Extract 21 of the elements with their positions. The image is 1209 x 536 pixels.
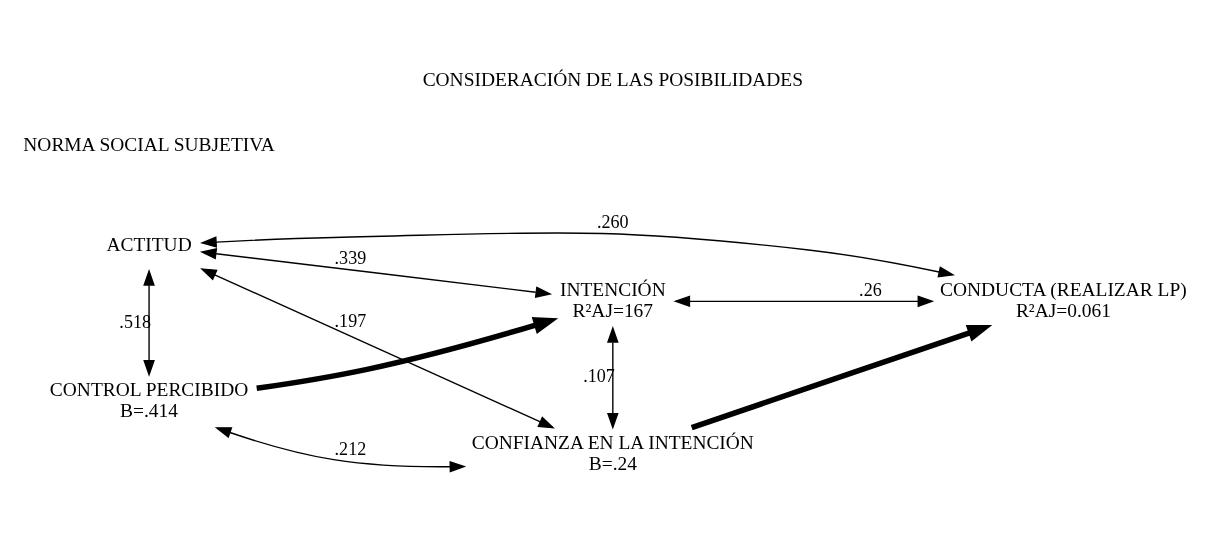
node-text: CONDUCTA (REALIZAR LP) R²AJ=0.061 [940,279,1187,321]
arrow [673,295,935,308]
arrow [200,268,555,429]
arrow [256,317,559,392]
label: NORMA SOCIAL SUBJETIVA [23,133,275,155]
node-text: INTENCIÓN R²AJ=167 [559,279,666,321]
arrow [143,269,155,377]
node-text: CONFIANZA EN LA INTENCIÓN B=.24 [471,431,754,474]
arrow [199,247,553,298]
arrow [690,324,993,431]
edge-label: .212 [334,438,367,459]
edge-label: .260 [597,212,629,233]
edge-label: .26 [859,280,882,301]
label: CONSIDERACIÓN DE LAS POSIBILIDADES [422,68,804,90]
arrow [607,326,619,430]
node-text: CONTROL PERCIBIDO B=.414 [49,379,249,421]
edge-label: .339 [334,248,367,269]
edge-label: .197 [334,310,367,331]
node-text: ACTITUD [106,233,192,255]
arrow [214,427,467,473]
arrow [200,232,955,278]
